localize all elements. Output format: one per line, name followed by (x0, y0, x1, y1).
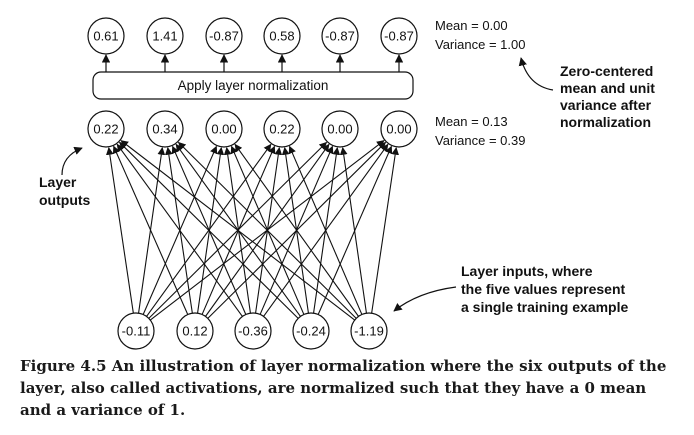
layer-outputs-note-line-2: outputs (39, 192, 91, 208)
layer-input-value-2: 0.12 (182, 324, 207, 339)
zero-centered-note-line-3: variance after (560, 97, 652, 113)
layer-input-value-1: -0.11 (122, 324, 151, 339)
connection-line (288, 145, 363, 315)
layer-input-nodes: -0.11 0.12 -0.36 -0.24 -1.19 (117, 312, 388, 350)
zero-centered-note-line-1: Zero-centered (560, 63, 653, 79)
layer-output-node-4 (263, 110, 301, 148)
layer-outputs-note-line-1: Layer (39, 174, 77, 190)
connection-line (339, 147, 367, 314)
layer-input-node-5 (350, 312, 388, 350)
layer-inputs-note-line-1: Layer inputs, where (461, 263, 593, 279)
normalization-output-arrows (101, 54, 404, 72)
figure-caption-label: Figure 4.5 (20, 357, 107, 375)
normalized-output-node-1 (87, 17, 125, 55)
layer-inputs-note-line-3: a single training example (461, 299, 628, 315)
connection-line (371, 147, 399, 314)
layer-input-value-4: -0.24 (296, 324, 326, 339)
normalized-output-node-5 (321, 17, 359, 55)
connection-line (106, 147, 134, 314)
normalized-output-value-4: 0.58 (269, 29, 294, 44)
layer-output-value-2: 0.34 (152, 122, 177, 137)
connection-line (112, 145, 189, 315)
layer-output-node-5 (321, 110, 359, 148)
normalization-box-label: Apply layer normalization (178, 78, 329, 93)
connection-line (116, 143, 243, 317)
connection-lines (106, 140, 399, 321)
normalized-output-value-1: 0.61 (93, 29, 118, 44)
layer-output-value-1: 0.22 (93, 122, 118, 137)
normalized-output-value-3: -0.87 (209, 29, 239, 44)
layer-outputs-pointer-arrow (61, 146, 83, 176)
layer-output-node-6 (380, 110, 418, 148)
variance-after-label: Variance = 1.00 (435, 37, 525, 52)
layer-output-value-6: 0.00 (386, 122, 411, 137)
normalized-output-value-2: 1.41 (152, 29, 177, 44)
mean-after-label: Mean = 0.00 (435, 18, 508, 33)
layer-inputs-note-line-2: the five values represent (461, 281, 626, 297)
normalized-output-node-2 (146, 17, 184, 55)
layer-output-node-3 (205, 110, 243, 148)
figure-caption: Figure 4.5 An illustration of layer norm… (20, 355, 680, 421)
layer-input-node-3 (234, 312, 272, 350)
layer-input-node-1 (117, 312, 155, 350)
normalized-output-node-4 (263, 17, 301, 55)
normalized-output-value-5: -0.87 (325, 29, 355, 44)
layer-inputs-pointer-arrow (393, 286, 457, 312)
layer-output-node-1 (87, 110, 125, 148)
normalized-output-node-6 (380, 17, 418, 55)
variance-before-label: Variance = 0.39 (435, 133, 525, 148)
mean-before-label: Mean = 0.13 (435, 114, 508, 129)
layer-input-node-4 (292, 312, 330, 350)
connection-line (118, 141, 299, 319)
normalized-output-node-3 (205, 17, 243, 55)
connection-line (120, 140, 356, 321)
layer-output-value-5: 0.00 (327, 122, 352, 137)
connection-line (177, 141, 357, 319)
normalized-output-nodes: 0.61 1.41 -0.87 0.58 -0.87 -0.87 (87, 17, 418, 55)
layer-input-node-2 (176, 312, 214, 350)
figure-caption-text: An illustration of layer normalization w… (20, 357, 667, 419)
normalization-box (92, 71, 414, 100)
zero-centered-note-line-4: normalization (560, 114, 651, 130)
layer-input-value-3: -0.36 (238, 324, 268, 339)
layer-input-value-5: -1.19 (354, 324, 384, 339)
normalized-output-value-6: -0.87 (384, 29, 414, 44)
layer-output-nodes: 0.22 0.34 0.00 0.22 0.00 0.00 (87, 110, 418, 148)
layer-output-value-3: 0.00 (211, 122, 236, 137)
layer-output-node-2 (146, 110, 184, 148)
zero-centered-note-line-2: mean and unit (560, 80, 655, 96)
connection-line (234, 143, 359, 317)
layer-output-value-4: 0.22 (269, 122, 294, 137)
zero-centered-pointer-arrow (518, 57, 554, 91)
